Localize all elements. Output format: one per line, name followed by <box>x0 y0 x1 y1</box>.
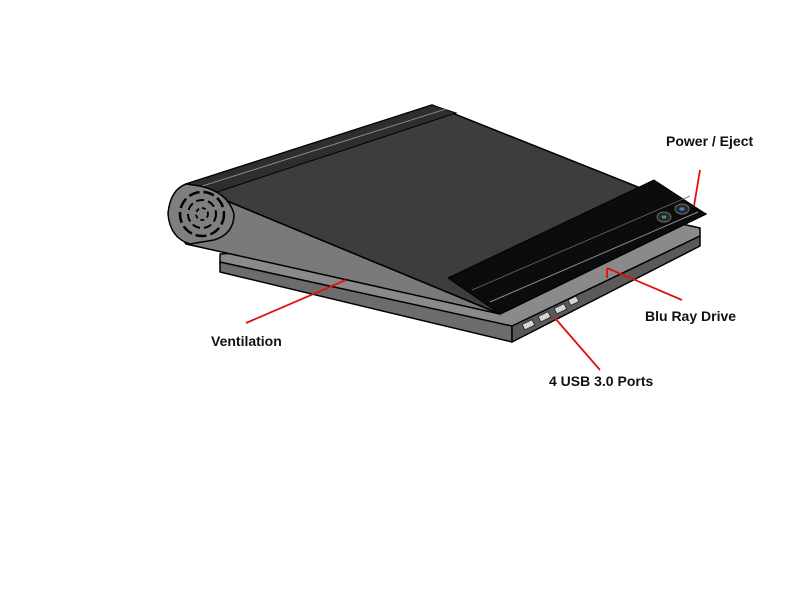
ventilation-leader <box>245 279 347 324</box>
usb-ports-label: 4 USB 3.0 Ports <box>549 373 653 389</box>
power-button-center <box>679 207 685 211</box>
body-front-strip <box>447 179 707 315</box>
usb-port-icon <box>553 303 568 315</box>
usb-ports-leader <box>553 316 601 371</box>
usb-port-icon <box>567 295 580 306</box>
usb-port-icon <box>521 319 536 331</box>
base-right-face <box>511 235 701 343</box>
usb-ports <box>521 295 580 331</box>
vent-inner-ring <box>195 207 209 221</box>
main-body <box>167 104 707 315</box>
ventilation-label: Ventilation <box>211 333 282 349</box>
drive-slot <box>489 211 699 303</box>
leader-lines <box>245 169 701 371</box>
ridge-highlight <box>195 108 447 189</box>
power-eject-leader <box>693 169 701 207</box>
blu-ray-drive-label: Blu Ray Drive <box>645 308 736 324</box>
strip-divider <box>471 195 691 291</box>
usb-port-icon <box>537 311 552 323</box>
vent-outer-ring <box>178 190 226 238</box>
eject-button-center <box>661 215 667 219</box>
front-buttons <box>656 203 690 223</box>
blu-ray-leader <box>606 267 683 301</box>
vent-mid-ring <box>187 199 217 229</box>
power-eject-label: Power / Eject <box>666 133 753 149</box>
vent-end-cap <box>167 183 235 245</box>
